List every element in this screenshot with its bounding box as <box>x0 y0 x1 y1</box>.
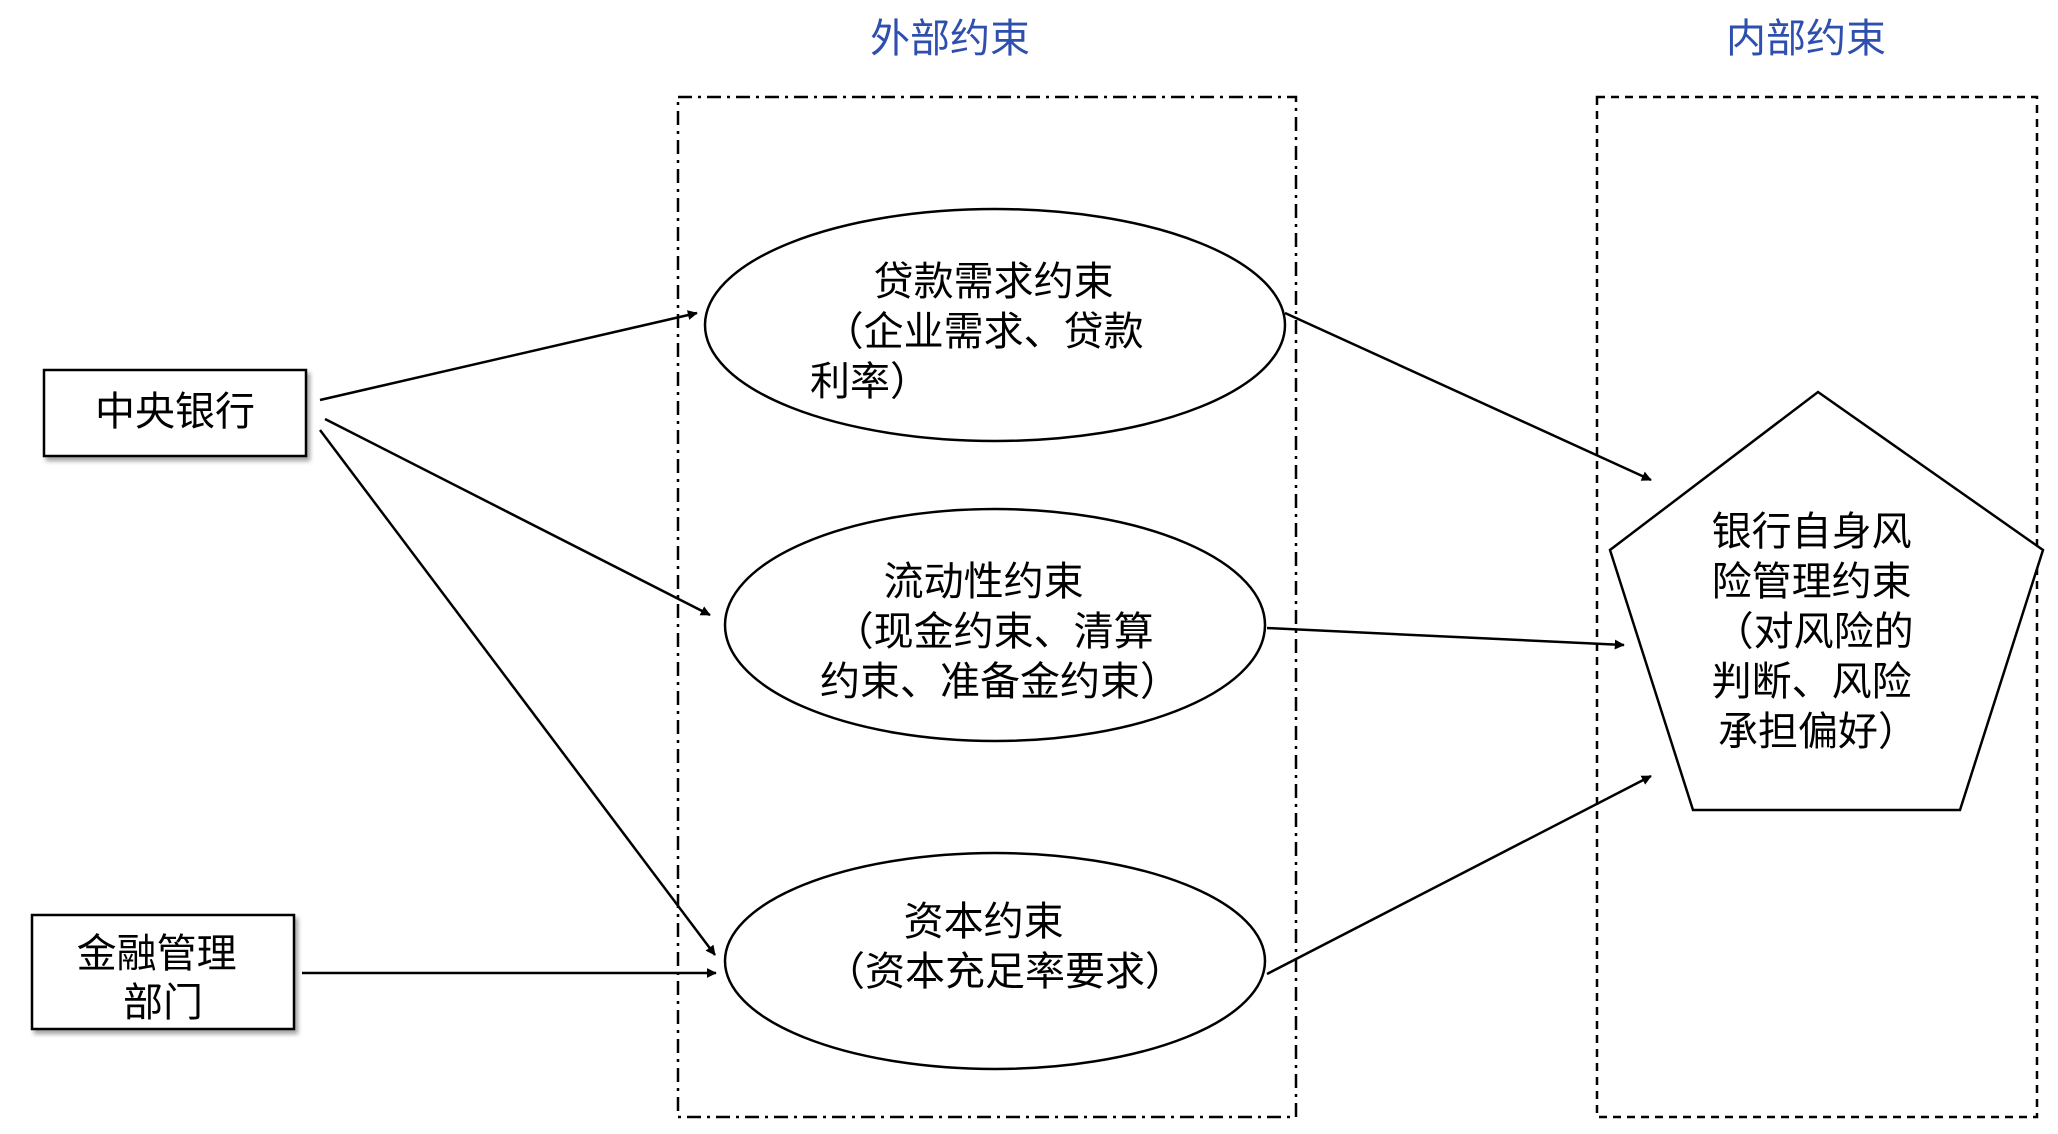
risk-line: 险管理约束 <box>1712 559 1912 605</box>
financial-regulator-node: 金融管理 部门 <box>30 913 296 1031</box>
liquidity-line: （现金约束、清算 <box>834 609 1154 655</box>
financial-regulator-line: 金融管理 <box>77 931 237 977</box>
central-bank-label: 中央银行 <box>95 389 255 435</box>
internal-constraints-header: 内部约束 <box>1726 16 1886 62</box>
loan-demand-line: （企业需求、贷款 <box>824 309 1144 355</box>
financial-regulator-line: 部门 <box>123 980 203 1026</box>
external-constraints-header: 外部约束 <box>870 16 1030 62</box>
risk-line: 判断、风险 <box>1712 659 1912 705</box>
liquidity-line: 流动性约束 <box>884 559 1084 605</box>
external-constraints-frame <box>676 95 1298 1119</box>
loan-demand-constraint-label: 贷款需求约束 （企业需求、贷款 利率） <box>810 259 1156 405</box>
capital-line: 资本约束 <box>904 899 1064 945</box>
capital-line: （资本充足率要求） <box>825 949 1185 995</box>
arrow-liquidity-to-risk <box>1266 626 1625 650</box>
capital-constraint-label: 资本约束 （资本充足率要求） <box>825 899 1185 995</box>
loan-demand-line: 利率） <box>810 359 930 405</box>
internal-constraints-frame <box>1595 95 2039 1119</box>
central-bank-node: 中央银行 <box>42 368 308 458</box>
arrow-central-bank-to-capital <box>319 429 716 956</box>
capital-constraint-node: 资本约束 （资本充足率要求） <box>723 851 1267 1071</box>
financial-regulator-label: 金融管理 部门 <box>77 931 250 1026</box>
risk-line: 银行自身风 <box>1712 509 1912 555</box>
loan-demand-constraint-node: 贷款需求约束 （企业需求、贷款 利率） <box>703 207 1287 443</box>
arrow-central-bank-to-liquidity <box>324 417 711 617</box>
risk-line: （对风险的 <box>1714 609 1914 655</box>
loan-demand-line: 贷款需求约束 <box>874 259 1114 305</box>
arrow-central-bank-to-loan <box>319 310 698 402</box>
liquidity-constraint-label: 流动性约束 （现金约束、清算 约束、准备金约束） <box>820 559 1180 705</box>
risk-management-constraint-label: 银行自身风 险管理约束 （对风险的 判断、风险 承担偏好） <box>1712 509 1927 755</box>
arrow-loan-to-risk <box>1284 311 1652 482</box>
risk-management-constraint-node: 银行自身风 险管理约束 （对风险的 判断、风险 承担偏好） <box>1608 390 2045 812</box>
liquidity-line: 约束、准备金约束） <box>820 659 1180 705</box>
liquidity-constraint-node: 流动性约束 （现金约束、清算 约束、准备金约束） <box>723 507 1267 743</box>
arrow-capital-to-risk <box>1266 774 1652 976</box>
risk-line: 承担偏好） <box>1718 709 1918 755</box>
